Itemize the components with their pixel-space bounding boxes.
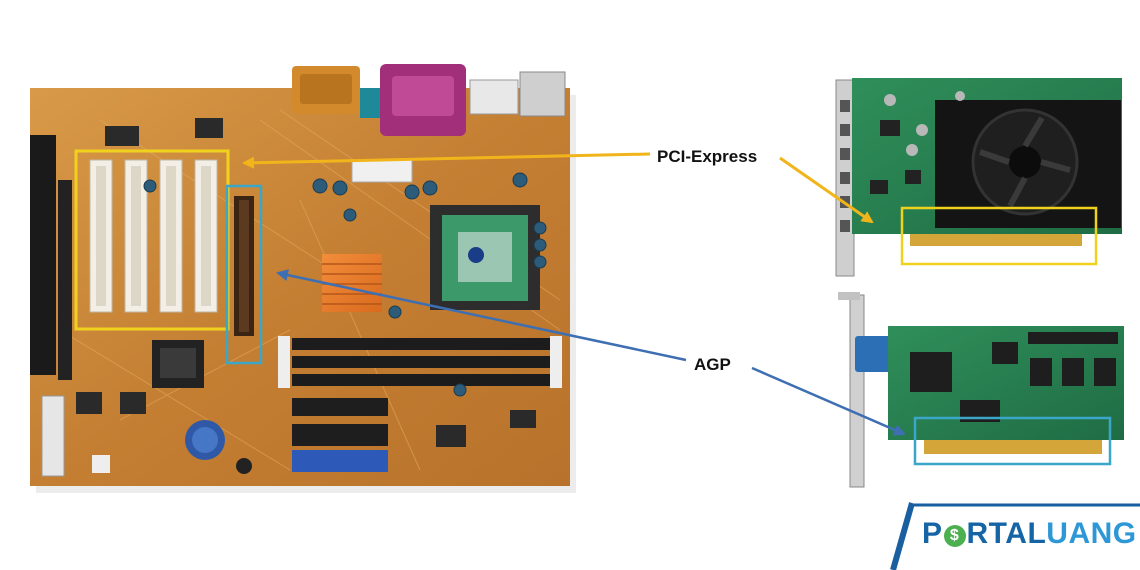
pcie-connector-highlight [900, 206, 1098, 266]
agp-card-gold-fingers [924, 440, 1102, 454]
cpu-logo [468, 247, 484, 263]
io-bracket [519, 71, 566, 117]
agp-arrows [276, 269, 906, 436]
logo-coin-icon: $ [943, 525, 966, 547]
small-chips [76, 118, 536, 447]
pci-arrow-to-card [779, 156, 874, 224]
agp-slot-inner [239, 200, 249, 332]
agp-arrow-to-card [751, 366, 906, 436]
agp-card [838, 292, 1124, 488]
cpu-die [458, 232, 512, 282]
pcie-card-capacitors [884, 91, 965, 156]
pcie-card-fan-blades [979, 116, 1071, 208]
agp-label: AGP [694, 355, 731, 374]
logo-text-uang: UANG [1046, 517, 1137, 550]
agp-card-bracket-tab [838, 292, 860, 300]
pci-express-card [835, 78, 1122, 277]
agp-slot-highlight [225, 184, 263, 365]
usb-connector [360, 88, 380, 118]
pcie-card-gold-fingers [910, 234, 1082, 246]
board-sticker [41, 395, 65, 477]
buzzer [236, 458, 252, 474]
jumper-block [92, 455, 110, 473]
agp-connector-highlight [913, 416, 1112, 466]
southbridge-chip-label [160, 348, 196, 378]
pci-express-label: PCI-Express [657, 147, 758, 166]
agp-card-chips [910, 332, 1118, 422]
pci-express-arrows [242, 152, 874, 224]
logo-slash [890, 502, 915, 570]
cmos-battery-inner [192, 427, 218, 453]
pcie-card-chips [870, 120, 921, 194]
usb-ports [469, 79, 519, 115]
heatsink-fins [322, 263, 382, 305]
portaluang-logo: P$RTALUANG [922, 517, 1137, 551]
logo-banner-bg [893, 503, 1140, 570]
pcie-card-fan-hub [1009, 146, 1041, 178]
pci-slots [89, 159, 218, 313]
logo-letter-p: P [922, 517, 943, 550]
ide-connector-blue [292, 450, 388, 472]
floppy-connector [292, 398, 388, 416]
serial-port-inner [300, 74, 352, 104]
isa-slot-2 [58, 180, 72, 380]
logo-text-rtal: RTAL [966, 517, 1047, 550]
capacitors [143, 172, 547, 397]
power-connector [351, 159, 413, 183]
parallel-port-inner [392, 76, 454, 116]
pci-arrow-to-motherboard [242, 152, 651, 169]
ide-connector-black [292, 424, 388, 446]
agp-card-bracket [849, 294, 865, 488]
isa-slot [30, 135, 56, 375]
ram-slots [278, 336, 562, 388]
agp-arrow-to-motherboard [276, 269, 687, 362]
agp-card-vga-port [855, 336, 891, 372]
